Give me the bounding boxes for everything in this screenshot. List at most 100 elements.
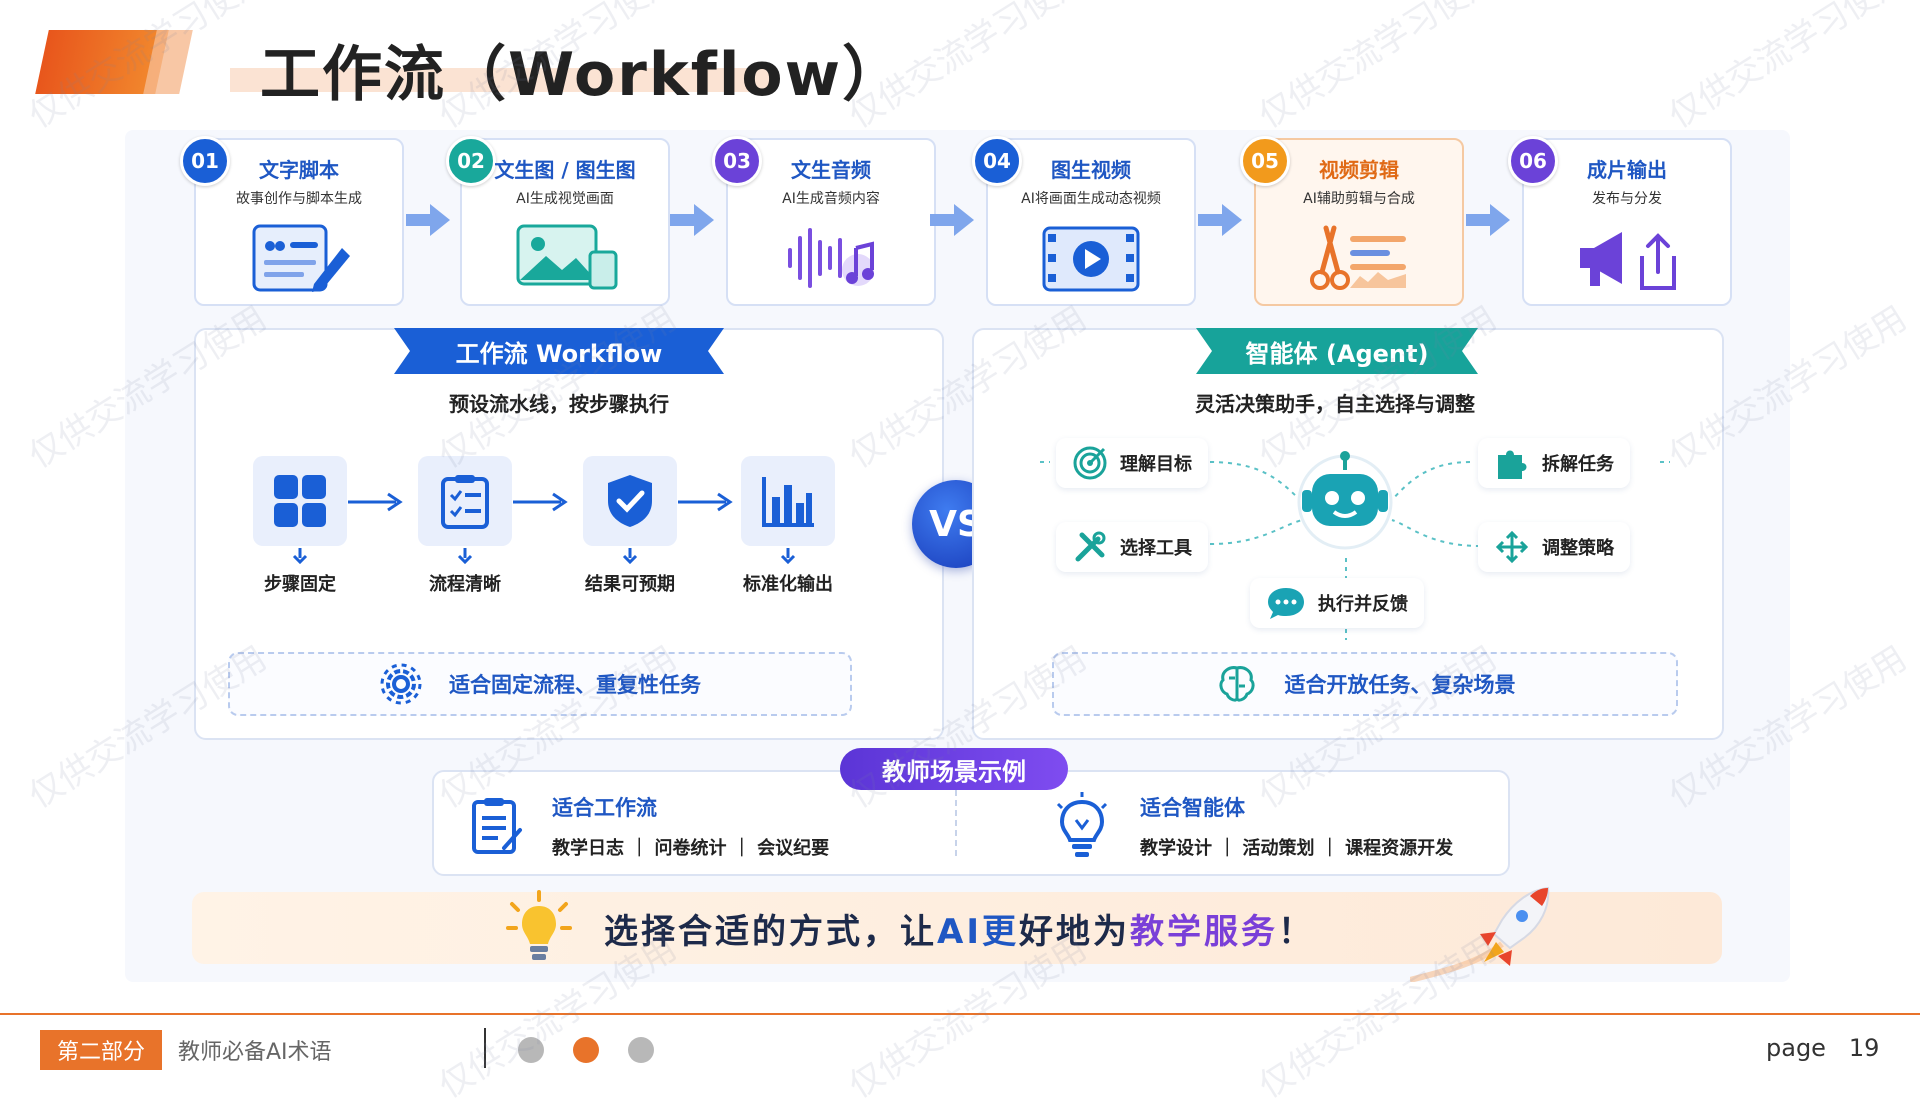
script-pen-icon	[252, 224, 350, 292]
agent-item-understand-goal: 理解目标	[1056, 438, 1208, 488]
tools-icon	[1075, 531, 1106, 562]
puzzle-icon	[1498, 450, 1527, 479]
step-card-3: 03 文生音频 AI生成音频内容	[712, 136, 936, 306]
arrow-right-icon	[670, 204, 714, 236]
arrow-right-icon	[930, 204, 974, 236]
workflow-item-card	[253, 456, 347, 546]
bulb-idea-icon	[506, 890, 572, 960]
workflow-suit-box: 适合固定流程、重复性任务	[228, 652, 852, 716]
agent-suit-box: 适合开放任务、复杂场景	[1052, 652, 1678, 716]
strategy-arrows-icon	[1495, 530, 1529, 564]
agent-item-adjust-strategy: 调整策略	[1478, 522, 1630, 572]
step-number: 01	[180, 136, 230, 186]
scenario-right-items: 教学设计 ｜ 活动策划 ｜ 课程资源开发	[1140, 838, 1454, 859]
arrow-right-icon	[513, 492, 568, 512]
step-title: 文生图 / 图生图	[494, 158, 636, 182]
step-subtitle: AI将画面生成动态视频	[1021, 191, 1161, 207]
workflow-item-card	[418, 456, 512, 546]
step-card-5: 05 视频剪辑 AI辅助剪辑与合成	[1240, 136, 1464, 306]
nav-dot-3[interactable]	[628, 1037, 654, 1063]
section-name: 教师必备AI术语	[178, 1040, 332, 1065]
step-card-1: 01 文字脚本 故事创作与脚本生成	[180, 136, 404, 306]
slogan-banner	[192, 892, 1722, 964]
scenario-pill: 教师场景示例	[840, 748, 1068, 790]
video-play-icon	[1042, 226, 1140, 292]
target-icon	[1073, 446, 1107, 480]
scissors-timeline-icon	[1310, 225, 1406, 290]
section-tag: 第二部分	[40, 1030, 162, 1070]
agent-item-label: 拆解任务	[1542, 454, 1614, 475]
arrow-right-icon	[348, 492, 403, 512]
workflow-suit-text: 适合固定流程、重复性任务	[449, 673, 701, 697]
workflow-ribbon: 工作流 Workflow	[455, 339, 663, 368]
arrow-right-icon	[678, 492, 733, 512]
workflow-caption: 预设流水线，按步骤执行	[449, 392, 669, 416]
agent-item-label: 调整策略	[1542, 538, 1614, 559]
step-number: 06	[1508, 136, 1558, 186]
workflow-item-label: 标准化输出	[743, 574, 833, 595]
scenario-right-title: 适合智能体	[1140, 796, 1245, 820]
step-title: 文字脚本	[259, 158, 339, 182]
arrow-down-icon	[292, 548, 308, 564]
arrow-down-icon	[780, 548, 796, 564]
step-number: 05	[1240, 136, 1290, 186]
step-subtitle: 发布与分发	[1592, 191, 1662, 207]
agent-item-label: 选择工具	[1120, 538, 1192, 559]
arrow-down-icon	[622, 548, 638, 564]
agent-item-label: 理解目标	[1120, 454, 1192, 475]
gear-icon	[380, 663, 422, 705]
chat-bubble-icon	[1268, 588, 1304, 619]
footer-separator	[484, 1028, 486, 1068]
step-subtitle: AI生成视觉画面	[516, 191, 614, 207]
arrow-right-icon	[1466, 204, 1510, 236]
agent-ribbon-shape	[1196, 328, 1478, 374]
robot-icon	[1297, 451, 1393, 550]
step-title: 文生音频	[791, 158, 871, 182]
step-title: 成片输出	[1587, 158, 1667, 182]
audio-wave-icon	[788, 228, 874, 288]
workflow-ribbon-shape	[394, 328, 724, 374]
step-subtitle: AI生成音频内容	[782, 191, 880, 207]
step-title: 视频剪辑	[1319, 158, 1399, 182]
step-card-6: 06 成片输出 发布与分发	[1508, 136, 1732, 306]
shield-check-icon	[608, 475, 652, 527]
footer-divider	[0, 1013, 1920, 1015]
agent-ribbon: 智能体 (Agent)	[1245, 339, 1429, 368]
nav-dot-2[interactable]	[573, 1037, 599, 1063]
scenario-divider	[955, 790, 959, 856]
workflow-item-label: 流程清晰	[429, 574, 501, 595]
step-number: 02	[446, 136, 496, 186]
page-number: page 19	[1766, 1034, 1880, 1062]
arrow-right-icon	[1198, 204, 1242, 236]
megaphone-share-icon	[1580, 232, 1676, 290]
rocket-icon	[1410, 886, 1550, 982]
document-list-icon	[472, 798, 522, 854]
workflow-item-card	[583, 456, 677, 546]
step-card-2: 02 文生图 / 图生图 AI生成视觉画面	[446, 136, 670, 306]
scenario-left-items: 教学日志 ｜ 问卷统计 ｜ 会议纪要	[552, 838, 830, 859]
page-title: 工作流（Workflow）	[260, 40, 905, 110]
agent-caption: 灵活决策助手，自主选择与调整	[1195, 392, 1475, 416]
image-icon	[516, 224, 618, 290]
step-card-4: 04 图生视频 AI将画面生成动态视频	[972, 136, 1196, 306]
step-number: 03	[712, 136, 762, 186]
step-title: 图生视频	[1051, 158, 1131, 182]
step-number: 04	[972, 136, 1022, 186]
workflow-item-card	[741, 456, 835, 546]
arrow-down-icon	[457, 548, 473, 564]
step-subtitle: AI辅助剪辑与合成	[1303, 191, 1415, 207]
workflow-item-label: 结果可预期	[585, 574, 675, 595]
grid-icon	[274, 475, 326, 527]
workflow-item-label: 步骤固定	[264, 574, 336, 595]
checklist-icon	[441, 475, 489, 529]
slogan-text: 选择合适的方式，让AI更好地为教学服务！	[604, 912, 1315, 952]
agent-suit-text: 适合开放任务、复杂场景	[1284, 673, 1516, 697]
nav-dot-1[interactable]	[518, 1037, 544, 1063]
agent-item-execute-feedback: 执行并反馈	[1250, 578, 1424, 628]
agent-item-select-tool: 选择工具	[1056, 522, 1208, 572]
agent-item-break-task: 拆解任务	[1478, 438, 1630, 488]
agent-item-label: 执行并反馈	[1318, 594, 1408, 615]
title-highlight	[230, 68, 770, 92]
arrow-right-icon	[406, 204, 450, 236]
watermark: 仅供交流学习使用	[1661, 0, 1914, 137]
